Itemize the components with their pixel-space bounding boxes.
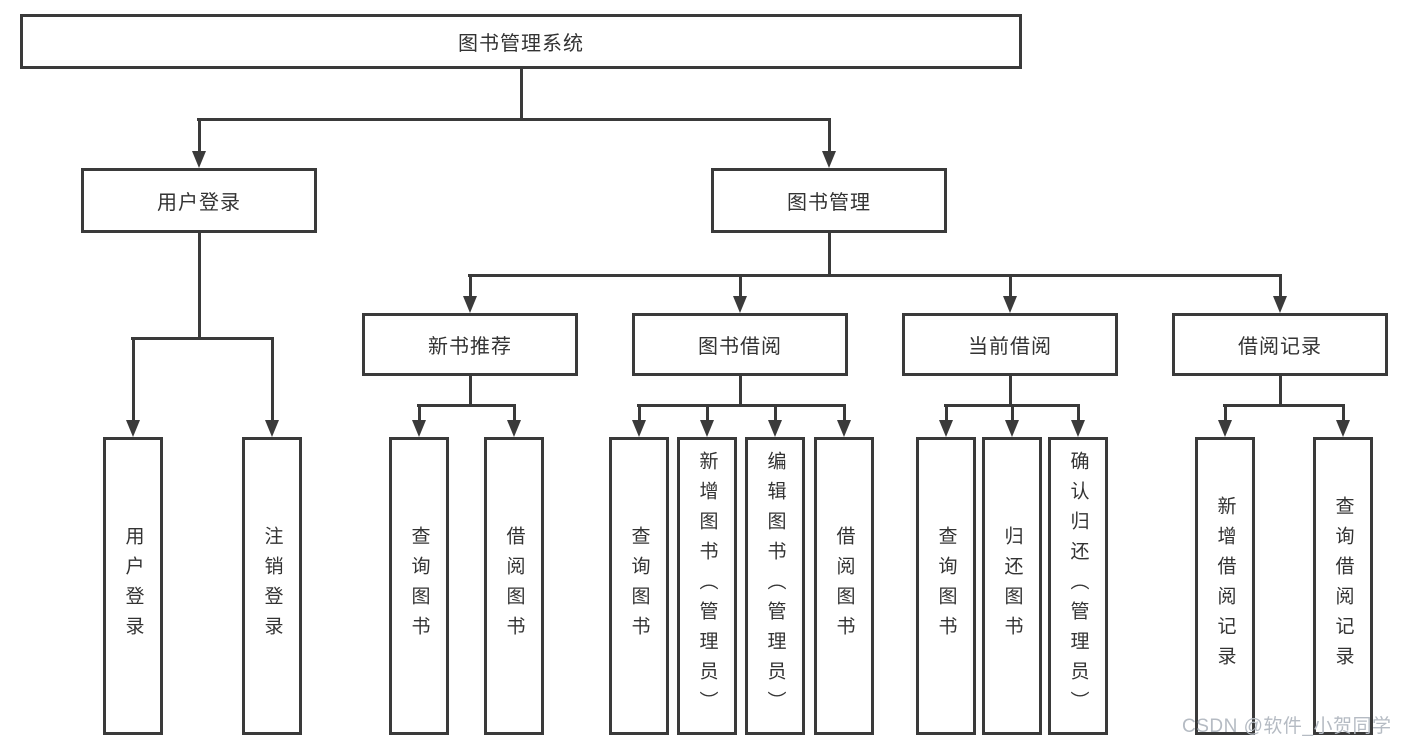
connector-line [469,274,472,298]
leaf-label: 查询图书 [408,526,430,646]
node-user-login-label: 用户登录 [157,192,241,214]
leaf-label: 借阅图书 [833,526,855,646]
node-label: 当前借阅 [968,336,1052,358]
node-borrow-record: 借阅记录 [1172,313,1388,376]
arrow-down-icon [126,420,140,437]
leaf-label: 新增借阅记录 [1214,496,1236,676]
node-label: 图书借阅 [698,336,782,358]
arrow-down-icon [507,420,521,437]
connector-line [945,404,948,422]
connector-line [469,376,472,407]
connector-line [1077,404,1080,422]
leaf-label: 确认归还（管理员） [1067,451,1089,721]
leaf-query-book-1: 查询图书 [389,437,449,735]
leaf-label: 查询图书 [628,526,650,646]
node-label: 借阅记录 [1238,336,1322,358]
arrow-down-icon [1071,420,1085,437]
node-root-label: 图书管理系统 [458,33,584,55]
connector-line [843,404,846,422]
leaf-label: 查询图书 [935,526,957,646]
connector-line [513,404,516,422]
leaf-label: 编辑图书（管理员） [764,451,786,721]
arrow-down-icon [192,151,206,168]
node-user-login: 用户登录 [81,168,317,233]
connector-line [271,337,274,422]
node-book-manage: 图书管理 [711,168,947,233]
arrow-down-icon [768,420,782,437]
leaf-confirm-return-admin: 确认归还（管理员） [1048,437,1108,735]
arrow-down-icon [822,151,836,168]
leaf-logout: 注销登录 [242,437,302,735]
arrow-down-icon [463,296,477,313]
connector-line [828,118,831,153]
leaf-label: 新增图书（管理员） [696,451,718,721]
connector-line [739,376,742,407]
connector-line [131,337,273,340]
connector-line [1009,274,1012,298]
leaf-add-book-admin: 新增图书（管理员） [677,437,737,735]
leaf-add-borrow-record: 新增借阅记录 [1195,437,1255,735]
connector-line [1011,404,1014,422]
node-label: 新书推荐 [428,336,512,358]
connector-line [828,233,831,277]
leaf-query-borrow-record: 查询借阅记录 [1313,437,1373,735]
node-book-borrow: 图书借阅 [632,313,848,376]
connector-line [774,404,777,422]
connector-line [1279,274,1282,298]
leaf-edit-book-admin: 编辑图书（管理员） [745,437,805,735]
node-new-book-recommend: 新书推荐 [362,313,578,376]
leaf-label: 用户登录 [122,526,144,646]
connector-line [197,118,830,121]
arrow-down-icon [632,420,646,437]
leaf-label: 借阅图书 [503,526,525,646]
connector-line [198,233,201,340]
connector-line [198,118,201,153]
connector-line [739,274,742,298]
leaf-label: 归还图书 [1001,526,1023,646]
node-current-borrow: 当前借阅 [902,313,1118,376]
arrow-down-icon [837,420,851,437]
connector-line [1224,404,1227,422]
leaf-label: 注销登录 [261,526,283,646]
connector-line [1009,376,1012,407]
arrow-down-icon [412,420,426,437]
connector-line [638,404,641,422]
connector-line [1279,376,1282,407]
leaf-return-book: 归还图书 [982,437,1042,735]
connector-line [706,404,709,422]
arrow-down-icon [733,296,747,313]
connector-line [637,404,845,407]
leaf-label: 查询借阅记录 [1332,496,1354,676]
leaf-borrow-book-1: 借阅图书 [484,437,544,735]
arrow-down-icon [1005,420,1019,437]
arrow-down-icon [265,420,279,437]
arrow-down-icon [939,420,953,437]
leaf-query-book-2: 查询图书 [609,437,669,735]
node-root: 图书管理系统 [20,14,1022,69]
arrow-down-icon [1218,420,1232,437]
connector-line [132,337,135,422]
arrow-down-icon [1003,296,1017,313]
arrow-down-icon [700,420,714,437]
connector-line [417,404,516,407]
leaf-borrow-book-2: 借阅图书 [814,437,874,735]
leaf-user-login: 用户登录 [103,437,163,735]
arrow-down-icon [1336,420,1350,437]
watermark: CSDN @软件_小贺同学 [1182,716,1392,737]
node-book-manage-label: 图书管理 [787,192,871,214]
connector-line [944,404,1080,407]
connector-line [1342,404,1345,422]
arrow-down-icon [1273,296,1287,313]
connector-line [1223,404,1345,407]
connector-line [520,69,523,121]
leaf-query-book-3: 查询图书 [916,437,976,735]
connector-line [468,274,1281,277]
connector-line [418,404,421,422]
